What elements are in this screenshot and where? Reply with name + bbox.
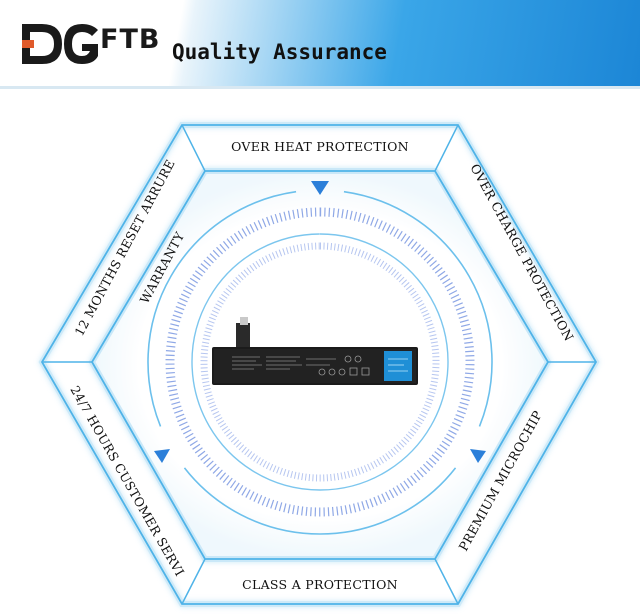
quality-diagram: OVER HEAT PROTECTION CLASS A PROTECTION … — [0, 89, 600, 607]
ring-arc — [147, 190, 297, 427]
ring-arc — [191, 233, 449, 491]
ring-arc — [343, 190, 493, 427]
header-banner: FTB Quality Assurance — [0, 0, 640, 86]
ring-arc — [183, 467, 457, 535]
triangle-indicator-icon — [470, 449, 486, 463]
laptop-battery-image — [212, 317, 418, 385]
triangle-indicator-icon — [154, 449, 170, 463]
ring-arc — [200, 242, 440, 482]
dg-logo-icon — [22, 24, 98, 64]
ring-arc — [165, 207, 475, 517]
label-over-heat-protection: OVER HEAT PROTECTION — [231, 139, 409, 154]
concentric-rings — [147, 190, 493, 535]
header-divider — [0, 86, 640, 89]
hex-connectors — [42, 124, 596, 605]
logo-suffix: FTB — [100, 24, 161, 55]
triangle-indicator-icon — [311, 181, 329, 195]
tagline: Quality Assurance — [172, 40, 387, 64]
label-class-a-protection: CLASS A PROTECTION — [242, 577, 398, 592]
